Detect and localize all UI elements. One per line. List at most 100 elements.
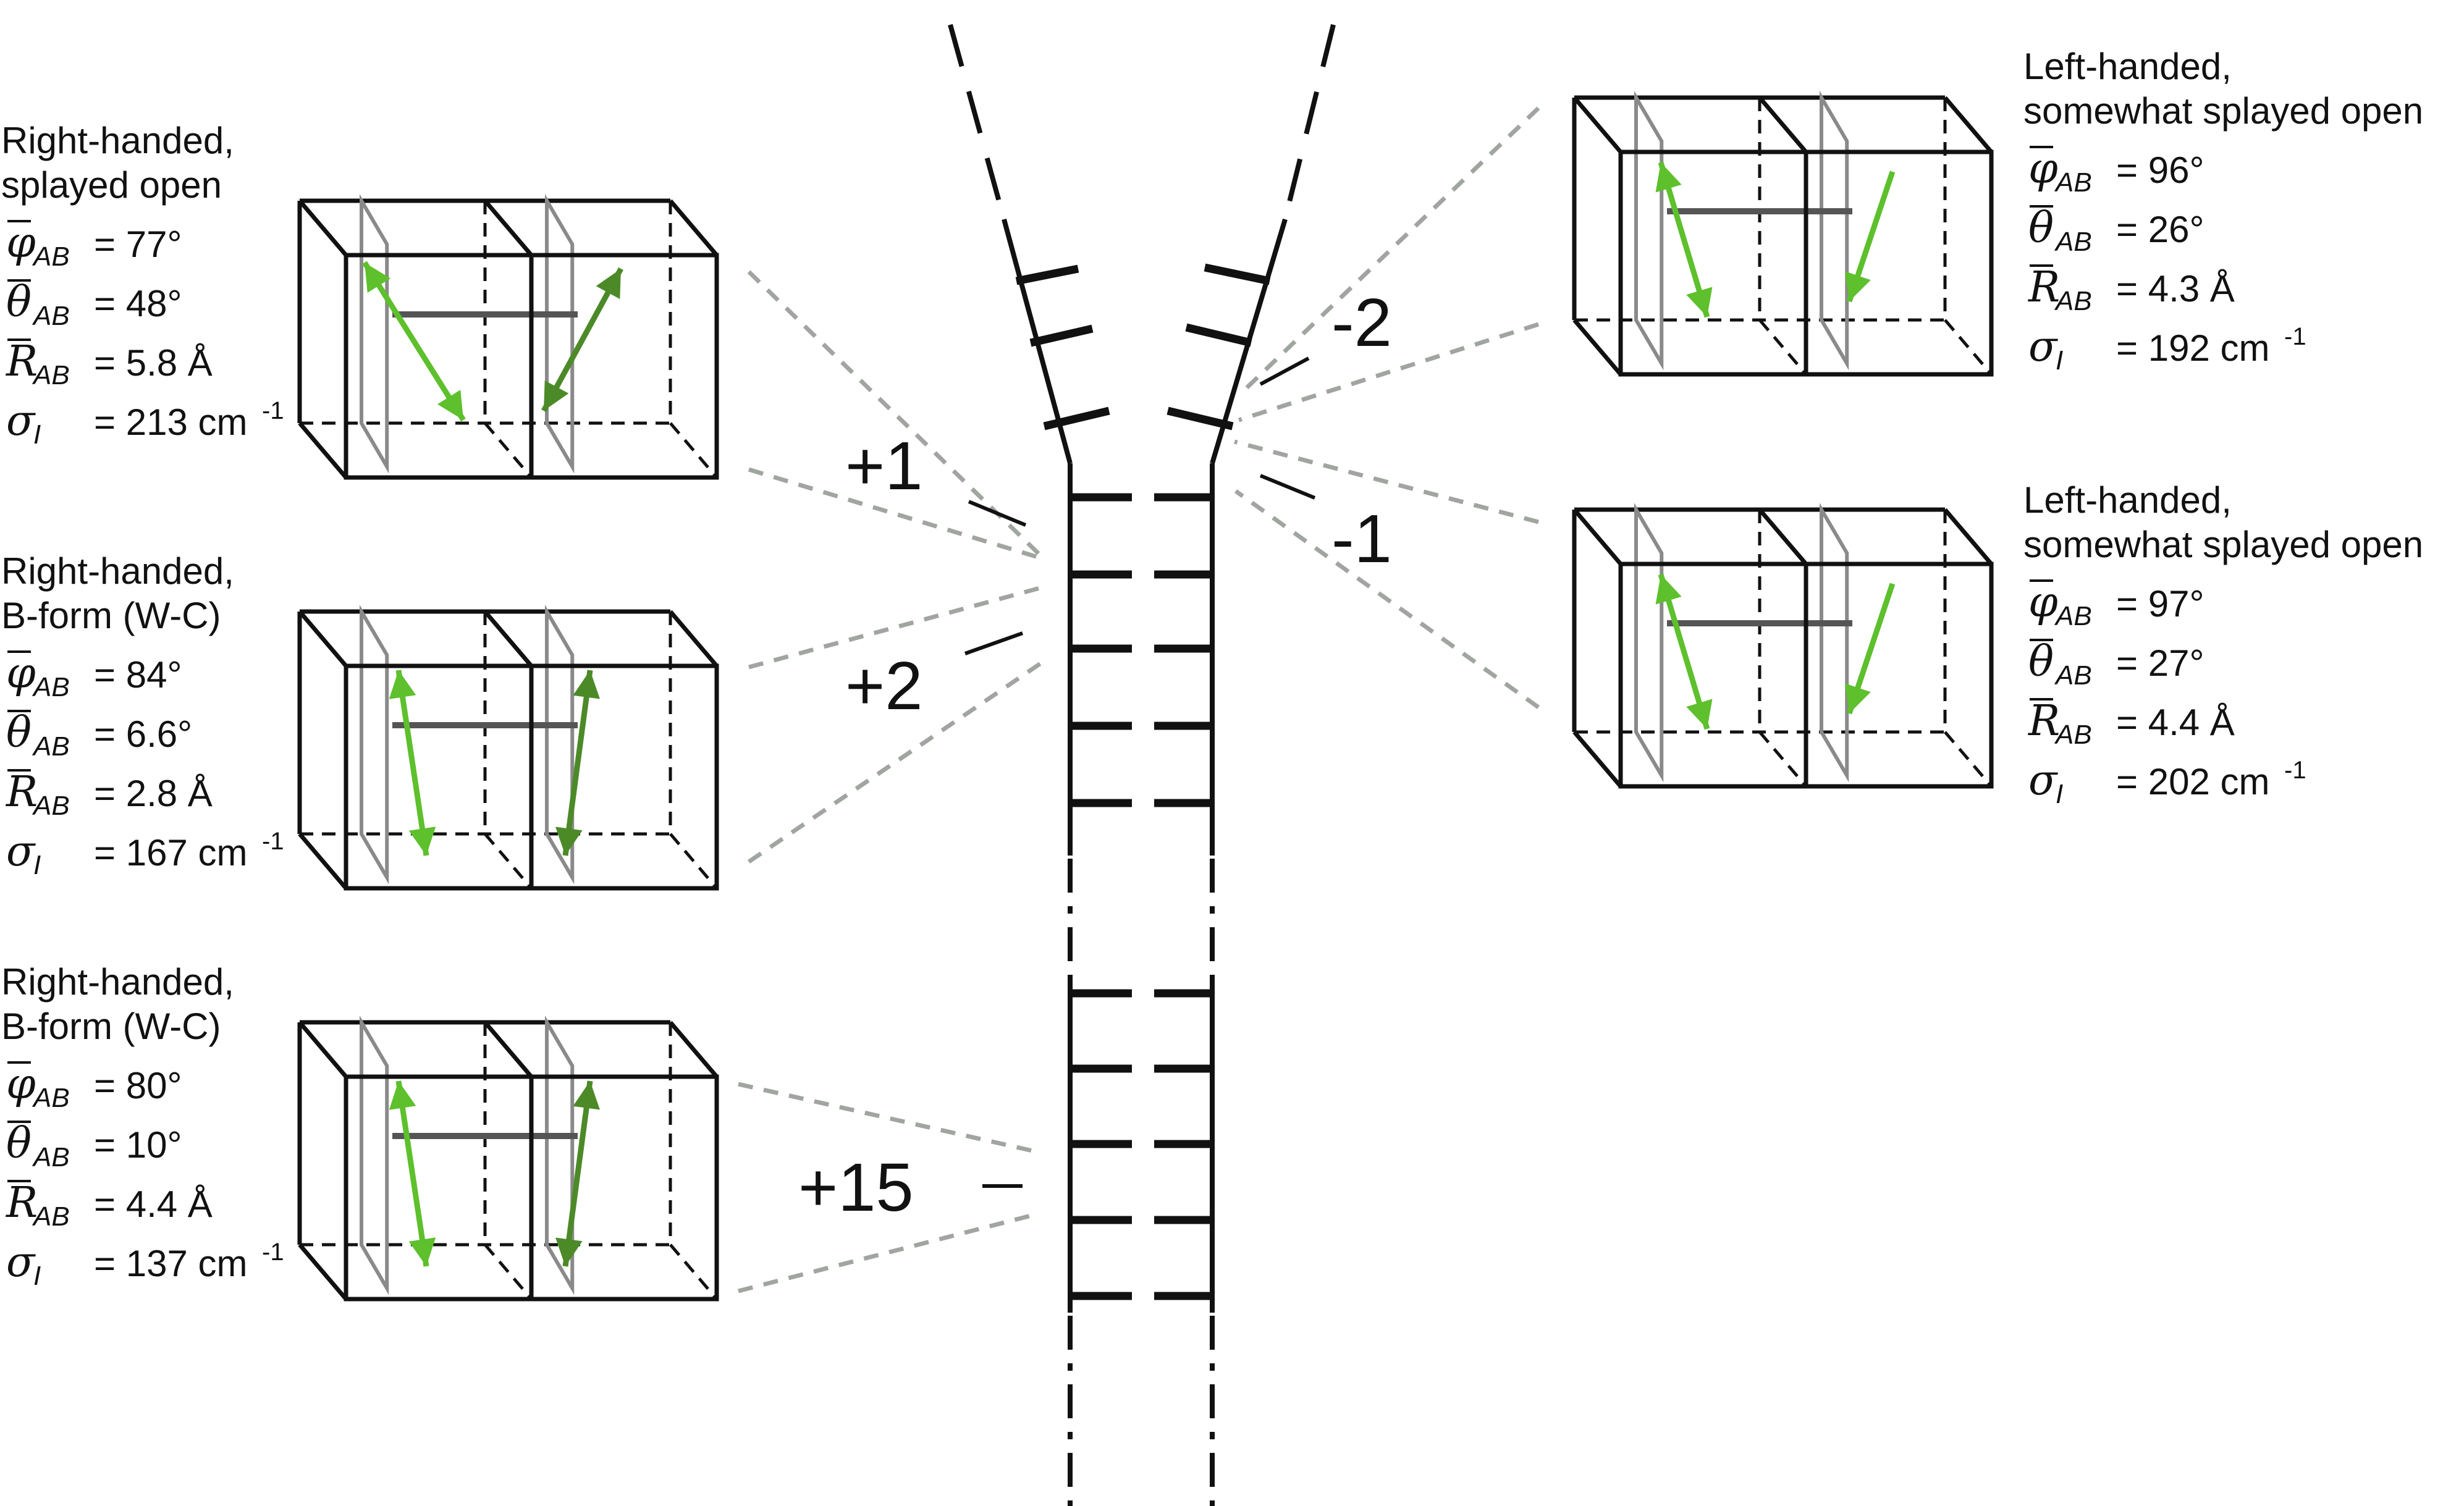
symbol-phi: φ bbox=[6, 219, 36, 267]
box-edge-tl bbox=[1572, 508, 1622, 566]
exponent-sigma: -1 bbox=[2284, 757, 2306, 784]
subscript-phi: AB bbox=[2054, 601, 2092, 631]
dipole-arrowhead-end-0 bbox=[1686, 699, 1713, 729]
symbol-phi: φ bbox=[2028, 145, 2058, 193]
box-edge-bm bbox=[484, 422, 533, 479]
plane-1 bbox=[545, 604, 575, 885]
plane-1 bbox=[1820, 90, 1849, 371]
leader-minus2 bbox=[1259, 356, 1310, 386]
subscript-sigma: I bbox=[33, 1261, 41, 1291]
guide-line-4 bbox=[738, 1082, 1039, 1155]
strand-right-upper-dashed bbox=[1283, 24, 1336, 220]
dipole-arrowhead-start-0 bbox=[1655, 574, 1682, 605]
value-phi: = 84° bbox=[94, 654, 182, 696]
exponent-sigma: -1 bbox=[262, 397, 284, 424]
subscript-theta: AB bbox=[2054, 660, 2092, 691]
value-r: = 5.8 Å bbox=[94, 342, 213, 384]
box-edge-tm bbox=[483, 610, 533, 668]
subscript-r: AB bbox=[32, 360, 70, 390]
leader-minus1 bbox=[1259, 474, 1316, 500]
subscript-theta: AB bbox=[32, 1142, 70, 1172]
dipole-arrowhead-end-0 bbox=[408, 1237, 436, 1266]
box-edge-tm bbox=[483, 199, 533, 257]
subscript-r: AB bbox=[2054, 286, 2092, 316]
dipole-arrowhead-end-1 bbox=[555, 827, 583, 856]
box-edge-bl bbox=[1572, 318, 1622, 376]
dipole-line-1 bbox=[562, 1080, 593, 1267]
symbol-r: R bbox=[2027, 263, 2060, 312]
panel-description-line2: B-form (W-C) bbox=[1, 595, 221, 636]
dipole-line-0 bbox=[395, 670, 429, 856]
plane-0 bbox=[360, 604, 389, 885]
subscript-r: AB bbox=[2054, 720, 2092, 750]
dipole-arrowhead-start-0 bbox=[389, 1081, 416, 1110]
box-edge-bl bbox=[298, 1243, 348, 1301]
dna-strands bbox=[948, 23, 1336, 1506]
box-edge-tm bbox=[1758, 508, 1808, 566]
dipole-line-0 bbox=[362, 261, 466, 422]
value-r: = 2.8 Å bbox=[94, 773, 213, 814]
subscript-r: AB bbox=[32, 791, 70, 821]
subscript-r: AB bbox=[32, 1201, 70, 1232]
panel-description-line1: Right-handed, bbox=[1, 961, 234, 1003]
box-edge-tr bbox=[1943, 508, 1993, 566]
box-edge-tr bbox=[669, 1020, 719, 1079]
symbol-phi: φ bbox=[2028, 578, 2058, 627]
panel-description-line1: Left-handed, bbox=[2023, 46, 2232, 87]
value-r: = 4.4 Å bbox=[94, 1184, 213, 1225]
symbol-sigma: σ bbox=[6, 827, 36, 876]
subscript-phi: AB bbox=[32, 242, 70, 272]
panel-description-line1: Right-handed, bbox=[1, 550, 234, 592]
symbol-theta: θ bbox=[6, 278, 32, 327]
dipole-arrowhead-end-1 bbox=[1845, 683, 1871, 713]
box-edge-bl bbox=[298, 421, 348, 479]
value-phi: = 77° bbox=[94, 224, 182, 265]
panel-description-line2: splayed open bbox=[1, 164, 222, 206]
box-edge-bm bbox=[484, 1243, 533, 1300]
box-edge-bl bbox=[298, 832, 348, 890]
box-edge-tl bbox=[1572, 96, 1622, 154]
subscript-phi: AB bbox=[32, 1083, 70, 1113]
symbol-theta: θ bbox=[6, 709, 32, 757]
value-phi: = 97° bbox=[2116, 583, 2204, 625]
panel-description-line1: Right-handed, bbox=[1, 120, 234, 161]
splayed-rung-left-2 bbox=[1043, 406, 1110, 431]
splayed-rung-right-2 bbox=[1167, 406, 1234, 431]
dipole-line-1 bbox=[562, 670, 593, 856]
subscript-phi: AB bbox=[2054, 167, 2092, 198]
subscript-theta: AB bbox=[32, 301, 70, 331]
box-edge-tl bbox=[298, 199, 348, 257]
plane-1 bbox=[545, 193, 575, 474]
dipole-arrowhead-start-1 bbox=[544, 380, 569, 411]
guide-line-7 bbox=[1238, 322, 1540, 423]
position-label-plus1: +1 bbox=[845, 428, 922, 504]
box-edge-br bbox=[669, 422, 718, 479]
box-edge-br bbox=[1944, 319, 1993, 376]
symbol-sigma: σ bbox=[2028, 322, 2058, 371]
subscript-theta: AB bbox=[32, 731, 70, 762]
box-edge-bm bbox=[1758, 319, 1807, 376]
dipole-arrowhead-start-1 bbox=[573, 670, 600, 699]
subscript-sigma: I bbox=[2056, 779, 2063, 809]
subscript-sigma: I bbox=[33, 850, 41, 880]
dipole-arrowhead-end-1 bbox=[1845, 271, 1871, 301]
box-edge-br bbox=[669, 1243, 718, 1300]
dipole-arrowhead-start-1 bbox=[573, 1081, 600, 1110]
position-label-plus15: +15 bbox=[798, 1150, 914, 1226]
dipole-arrowhead-end-1 bbox=[596, 269, 621, 300]
plane-0 bbox=[1634, 90, 1664, 371]
leader-plus1 bbox=[968, 500, 1027, 527]
value-sigma: = 167 cm bbox=[94, 832, 247, 873]
value-theta: = 10° bbox=[94, 1124, 182, 1166]
symbol-phi: φ bbox=[6, 1060, 36, 1109]
dipole-arrowhead-start-0 bbox=[1655, 162, 1682, 193]
dipole-arrowhead-end-0 bbox=[408, 827, 436, 856]
symbol-r: R bbox=[2027, 697, 2060, 746]
symbol-sigma: σ bbox=[2028, 756, 2058, 805]
panel-description-line2: somewhat splayed open bbox=[2023, 90, 2423, 132]
